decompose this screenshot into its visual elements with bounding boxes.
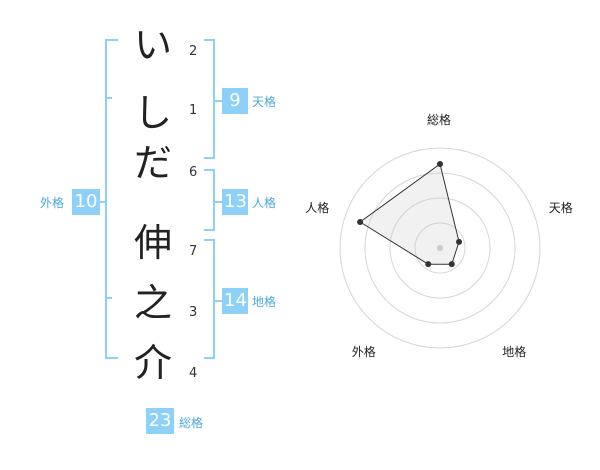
radar-point-3 (448, 261, 455, 268)
stroke-count-5: 3 (189, 305, 198, 320)
jinkaku-label: 人格 (252, 196, 277, 210)
stroke-count-6: 4 (189, 366, 198, 381)
stroke-count-2: 1 (189, 103, 198, 118)
soukaku-value: 23 (146, 408, 174, 434)
name-char-3: だ (133, 141, 172, 185)
radar-axis-label-5: 人格 (305, 201, 330, 216)
tenkaku-bracket (204, 39, 215, 159)
jinkaku-bracket (204, 169, 215, 231)
radar-point-5 (357, 219, 364, 226)
radar-ring-3 (364, 172, 516, 324)
radar-center (437, 245, 443, 251)
stroke-count-3: 6 (189, 165, 198, 180)
chikaku-bracket (204, 239, 215, 359)
name-char-2: し (133, 91, 172, 135)
gaikaku-label: 外格 (40, 196, 65, 210)
chikaku-value: 14 (222, 288, 248, 314)
radar-axis-label-1: 総格 (427, 113, 452, 127)
radar-polygon (359, 163, 460, 265)
tenkaku-value: 9 (222, 88, 248, 114)
soukaku-label: 総格 (179, 416, 204, 430)
name-char-1: い (133, 23, 172, 67)
radar-ring-4 (339, 147, 541, 349)
radar-point-1 (437, 161, 443, 167)
name-char-5: 之 (133, 281, 172, 325)
name-char-4: 伸 (133, 221, 172, 265)
stroke-count-4: 7 (189, 244, 198, 259)
radar-ring-2 (389, 197, 491, 299)
gaikaku-bracket (105, 39, 118, 359)
radar-axis-label-4: 外格 (351, 344, 376, 359)
gaikaku-value: 10 (72, 189, 100, 215)
radar-axis-label-3: 地格 (502, 344, 527, 359)
stroke-count-1: 2 (189, 44, 198, 59)
radar-ring-1 (414, 222, 466, 274)
chikaku-label: 地格 (252, 295, 277, 309)
radar-point-2 (456, 238, 463, 245)
radar-point-4 (425, 261, 432, 268)
jinkaku-value: 13 (222, 189, 248, 215)
name-char-6: 介 (133, 341, 172, 385)
radar-axis-label-2: 天格 (548, 201, 573, 216)
tenkaku-label: 天格 (252, 95, 277, 109)
